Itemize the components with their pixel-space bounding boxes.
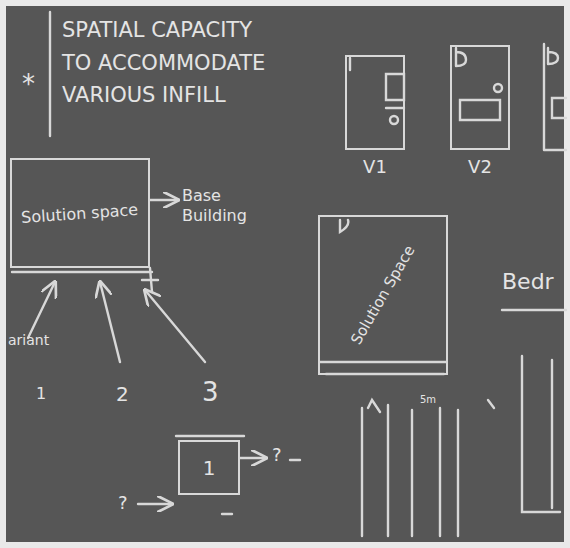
- chalk-mark: [488, 400, 494, 408]
- sketch-box: Solution Space: [318, 215, 448, 375]
- arrow: [145, 290, 205, 362]
- chalk-label: ?: [118, 492, 134, 515]
- arrow: [100, 282, 120, 362]
- plan-box: V1: [345, 55, 405, 150]
- box-label: Solution space: [21, 199, 139, 226]
- variant-label: V1: [327, 156, 423, 177]
- box-edge: [176, 435, 244, 437]
- plan-sketch: [544, 44, 566, 150]
- arrow: [28, 282, 55, 338]
- plan-detail: [350, 58, 404, 108]
- chalk-label: 3: [202, 376, 226, 409]
- box-base-lines: [320, 220, 446, 374]
- chalk-label: ?: [272, 444, 288, 467]
- dash: [290, 459, 300, 461]
- arrow: [150, 199, 178, 201]
- plan-detail: [456, 48, 500, 120]
- chalk-label: Base Building: [182, 186, 278, 226]
- column-sketch: [362, 400, 458, 536]
- chalk-label: ariant: [8, 332, 68, 350]
- heading-note: SPATIAL CAPACITY TO ACCOMMODATE VARIOUS …: [62, 14, 284, 112]
- chalk-label: 2: [116, 382, 136, 407]
- plan-box: V2: [450, 45, 510, 150]
- wall-sketch: [522, 356, 560, 512]
- chalk-label: 1: [36, 384, 56, 404]
- margin-line: [49, 12, 51, 136]
- arrow: [138, 503, 172, 505]
- arrow: [240, 457, 266, 459]
- chalk-label: *: [22, 68, 42, 101]
- box-base-lines: [12, 268, 158, 292]
- dash: [222, 513, 232, 515]
- plan-detail: [494, 84, 502, 92]
- sketch-box: Solution space: [10, 158, 150, 268]
- plan-detail: [390, 116, 398, 124]
- sketch-box: 1: [178, 440, 240, 495]
- box-label: 1: [203, 456, 216, 480]
- board: [6, 6, 564, 542]
- chalk-label: 5m: [420, 394, 444, 407]
- chalk-label: Bedr: [502, 268, 564, 296]
- box-label: Solution Space: [347, 242, 418, 348]
- variant-label: V2: [432, 156, 528, 177]
- underline: [502, 309, 566, 311]
